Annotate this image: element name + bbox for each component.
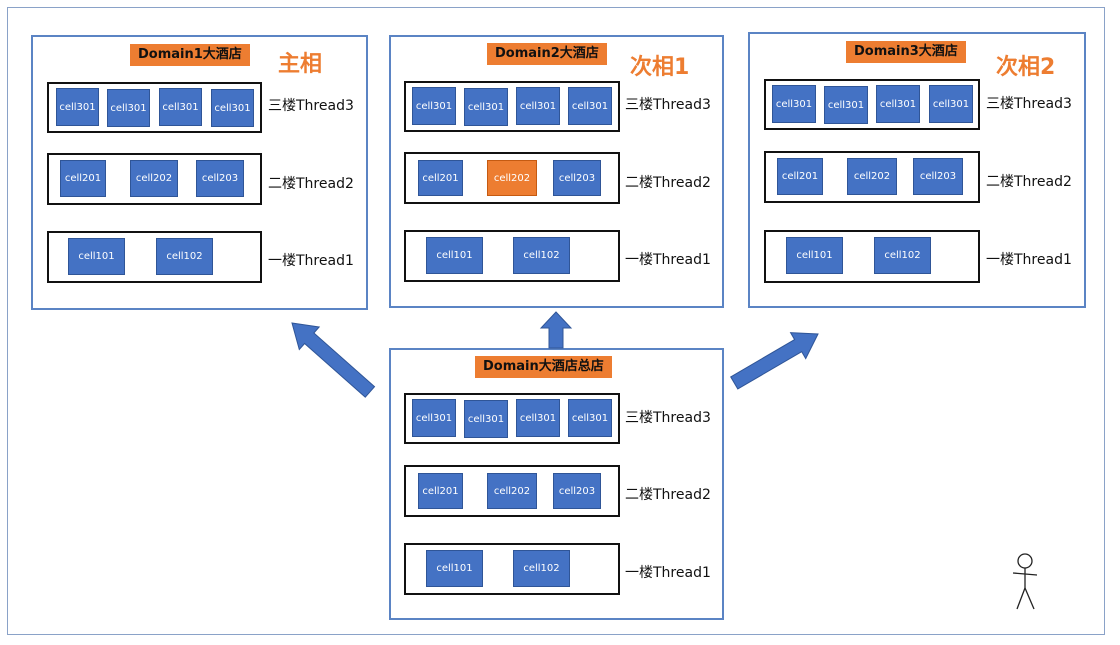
domain1-cell301-b: cell301: [107, 89, 150, 127]
domain1-cell102: cell102: [156, 238, 213, 275]
domain3-cell101: cell101: [786, 237, 843, 274]
domain3-cell102: cell102: [874, 237, 931, 274]
domain1-floor3-label: 三楼Thread3: [268, 98, 354, 114]
main-floor3-label: 三楼Thread3: [625, 410, 711, 426]
main-floor2-label: 二楼Thread2: [625, 487, 711, 503]
main-domain-title: Domain大酒店总店: [475, 356, 612, 378]
main-cell203: cell203: [553, 473, 601, 509]
domain1-role: 主相: [278, 52, 323, 77]
domain3-cell203: cell203: [913, 158, 963, 195]
domain1-cell301-d: cell301: [211, 89, 254, 127]
domain1-cell101: cell101: [68, 238, 125, 275]
domain3-cell201: cell201: [777, 158, 823, 195]
domain3-role: 次相2: [996, 55, 1056, 80]
main-cell301-b: cell301: [464, 400, 508, 438]
domain1-cell301-a: cell301: [56, 88, 99, 126]
main-cell101: cell101: [426, 550, 483, 587]
domain3-cell202: cell202: [847, 158, 897, 195]
arrow-to-domain3-icon: [730, 332, 819, 390]
domain2-cell201: cell201: [418, 160, 463, 196]
domain2-cell203: cell203: [553, 160, 601, 196]
domain1-cell202: cell202: [130, 160, 178, 197]
domain3-floor2-label: 二楼Thread2: [986, 174, 1072, 190]
domain1-title: Domain1大酒店: [130, 44, 250, 66]
domain1-cell203: cell203: [196, 160, 244, 197]
main-cell301-a: cell301: [412, 399, 456, 437]
domain3-title: Domain3大酒店: [846, 41, 966, 63]
main-cell301-d: cell301: [568, 399, 612, 437]
domain1-cell301-c: cell301: [159, 88, 202, 126]
domain2-cell101: cell101: [426, 237, 483, 274]
domain2-cell301-a: cell301: [412, 87, 456, 125]
domain3-floor1-label: 一楼Thread1: [986, 252, 1072, 268]
domain2-cell301-b: cell301: [464, 88, 508, 126]
domain1-floor2-label: 二楼Thread2: [268, 176, 354, 192]
domain3-cell301-a: cell301: [772, 85, 816, 123]
main-cell102: cell102: [513, 550, 570, 587]
main-cell202: cell202: [487, 473, 537, 509]
domain2-floor3-label: 三楼Thread3: [625, 97, 711, 113]
domain2-cell202-highlighted: cell202: [487, 160, 537, 196]
domain2-title: Domain2大酒店: [487, 43, 607, 65]
domain1-floor1-label: 一楼Thread1: [268, 253, 354, 269]
domain1-cell201: cell201: [60, 160, 106, 197]
arrow-to-domain2-icon: [539, 311, 573, 349]
domain2-floor2-label: 二楼Thread2: [625, 175, 711, 191]
stick-figure-icon: [1012, 553, 1038, 610]
domain3-cell301-d: cell301: [929, 85, 973, 123]
domain2-cell301-d: cell301: [568, 87, 612, 125]
arrow-to-domain1-icon: [291, 322, 376, 398]
domain2-floor1-label: 一楼Thread1: [625, 252, 711, 268]
main-cell201: cell201: [418, 473, 463, 509]
main-cell301-c: cell301: [516, 399, 560, 437]
domain3-floor3-label: 三楼Thread3: [986, 96, 1072, 112]
domain3-cell301-b: cell301: [824, 86, 868, 124]
domain3-cell301-c: cell301: [876, 85, 920, 123]
main-floor1-label: 一楼Thread1: [625, 565, 711, 581]
domain2-cell301-c: cell301: [516, 87, 560, 125]
domain2-role: 次相1: [630, 55, 690, 80]
diagram-frame: [7, 7, 1105, 635]
domain2-cell102: cell102: [513, 237, 570, 274]
